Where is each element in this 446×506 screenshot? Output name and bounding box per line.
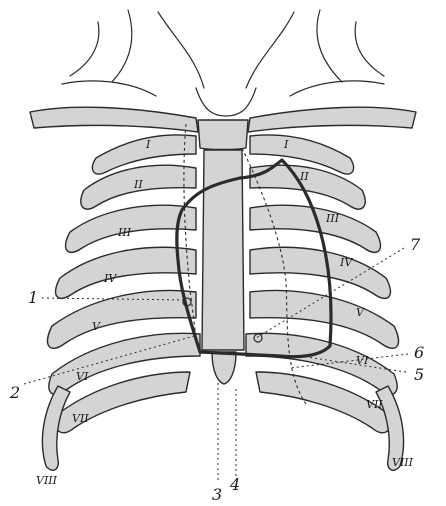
clavicle-right [248, 107, 416, 132]
jugular-notch-curve [196, 88, 256, 116]
rib-label-left-3: III [117, 226, 132, 239]
xiphoid-process [212, 352, 236, 384]
rib-label-right-6: VI [356, 354, 369, 367]
callout-6: 6 [414, 343, 424, 362]
callout-1: 1 [28, 288, 38, 307]
callout-7: 7 [410, 235, 421, 254]
neck-line-left [112, 10, 132, 82]
rib-label-right-7: VII [366, 398, 383, 411]
rib-label-left-7: VII [72, 412, 89, 425]
rib-label-left-4: IV [103, 272, 117, 285]
rib-label-left-1: I [145, 138, 151, 151]
trachea-line-left [158, 12, 204, 88]
rib-label-right-8: VIII [392, 456, 414, 469]
callout-5: 5 [414, 365, 424, 384]
trachea-line-right [246, 12, 294, 88]
shoulder-line-right [290, 81, 384, 96]
rib-label-left-5: V [92, 320, 101, 333]
clavicle-left [30, 107, 198, 132]
shoulder-line-left [62, 81, 156, 96]
ribs-left [42, 135, 200, 470]
rib-label-left-8: VIII [36, 474, 58, 487]
rib-label-right-4: IV [339, 256, 353, 269]
neck-line-left-outer [70, 22, 99, 76]
callout-3: 3 [212, 485, 222, 504]
manubrium [198, 120, 248, 150]
rib-label-left-2: II [133, 178, 143, 191]
rib-label-left-6: VI [76, 370, 89, 383]
callout-4: 4 [229, 475, 240, 494]
ribs-right [246, 135, 404, 470]
rib-label-right-5: V [356, 306, 365, 319]
neck-line-right-outer [355, 22, 384, 76]
callout-2: 2 [9, 383, 20, 402]
neck-outline [62, 10, 384, 116]
rib-label-right-2: II [299, 170, 309, 183]
rib-label-right-3: III [325, 212, 340, 225]
rib-label-right-1: I [283, 138, 289, 151]
neck-line-right [317, 10, 342, 82]
